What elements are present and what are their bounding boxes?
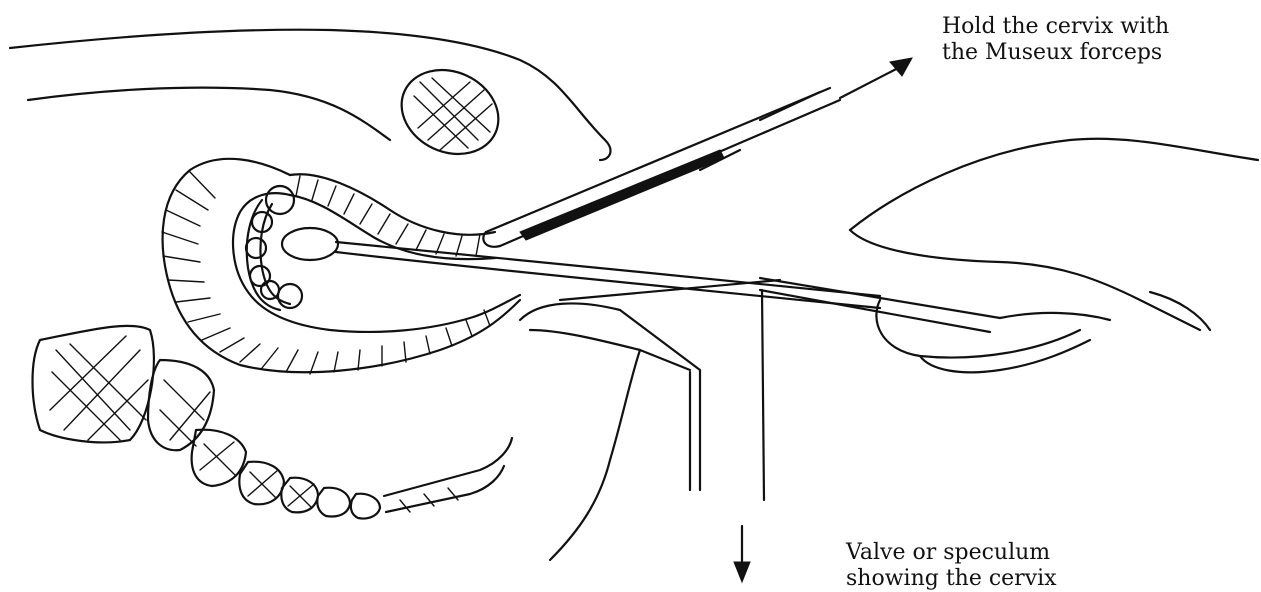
speculum-arrowhead [734, 562, 750, 582]
forceps-annotation-line2: the Museux forceps [942, 40, 1169, 66]
speculum-annotation: Valve or speculum showing the cervix [846, 540, 1057, 592]
forceps-annotation: Hold the cervix with the Museux forceps [942, 14, 1169, 66]
annotation-arrows [734, 58, 912, 582]
speculum [520, 280, 780, 560]
uterine-content [246, 186, 302, 310]
pubic-bone [388, 55, 512, 170]
forceps-arrowhead [890, 58, 912, 76]
body-outline [10, 30, 610, 160]
speculum-annotation-line2: showing the cervix [846, 566, 1057, 592]
forceps-annotation-line1: Hold the cervix with [942, 14, 1169, 40]
speculum-annotation-line1: Valve or speculum [846, 540, 1057, 566]
forceps-arrow [840, 66, 902, 98]
hand [850, 139, 1258, 373]
ring-forceps [282, 228, 1000, 332]
museux-forceps [483, 88, 840, 247]
